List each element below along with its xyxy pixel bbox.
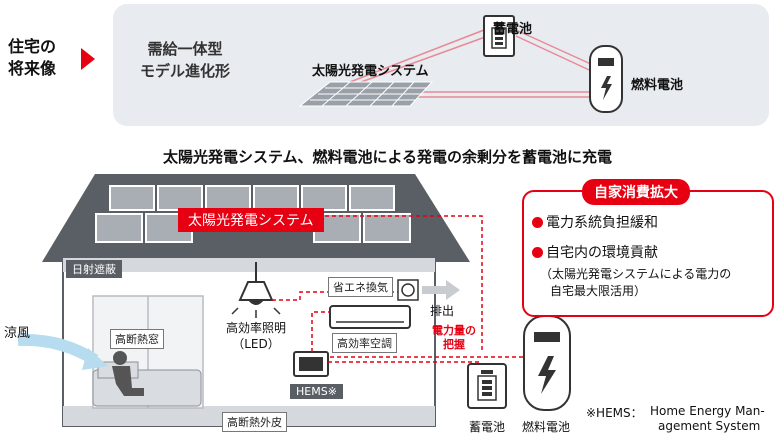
battery-large-icon (467, 363, 507, 409)
vent-fan-icon (397, 279, 419, 301)
top-fuelcell-label: 燃料電池 (631, 78, 684, 93)
benefit-item-1-text: 電力系統負担緩和 (546, 215, 658, 231)
exhaust-arrow-icon (422, 280, 460, 300)
breeze-label: 涼風 (4, 326, 31, 341)
solar-banner: 太陽光発電システム (178, 208, 324, 232)
battery-label: 蓄電池 (469, 420, 506, 434)
light-label-line2: （LED） (232, 337, 280, 351)
top-battery-label: 蓄電池 (493, 22, 533, 37)
benefit-note-line1: （太陽光発電システムによる電力の (540, 267, 732, 281)
shade-label: 日射遮蔽 (66, 260, 122, 278)
connection-lines (349, 29, 605, 98)
power-label-line1: 電力量の (432, 324, 476, 337)
benefit-item-1: 電力系統負担緩和 (532, 212, 658, 232)
power-label-line2: 把握 (443, 338, 465, 351)
outer-wall-label: 高断熱外皮 (222, 412, 287, 432)
ac-label: 高効率空調 (332, 333, 397, 353)
top-solar-label: 太陽光発電システム (312, 64, 429, 79)
fuel-cell-large-icon (523, 315, 571, 411)
shade-strip (63, 258, 435, 272)
future-label: 住宅の 将来像 (8, 36, 56, 80)
model-title-line2: モデル進化形 (140, 62, 231, 80)
vent-label: 省エネ換気 (328, 277, 393, 297)
benefit-item-2: 自宅内の環境貢献 (532, 242, 658, 262)
bullet-dot-icon (532, 247, 543, 258)
footnote-mark: ※HEMS： (586, 406, 643, 420)
footnote-line2: agement System (658, 419, 761, 433)
fuel-cell-icon (589, 45, 623, 113)
benefits-box (522, 190, 774, 317)
bullet-dot-icon (532, 217, 543, 228)
battery-icon (483, 15, 515, 57)
hems-monitor-icon (293, 351, 329, 377)
air-conditioner-icon (329, 305, 411, 329)
benefit-note: （太陽光発電システムによる電力の 自宅最大限活用） (540, 266, 731, 300)
future-label-line2: 将来像 (8, 59, 57, 78)
benefits-title: 自家消費拡大 (582, 179, 690, 205)
benefit-item-2-text: 自宅内の環境貢献 (546, 245, 658, 261)
caption: 太陽光発電システム、燃料電池による発電の余剰分を蓄電池に充電 (162, 148, 613, 166)
solar-panel-icon (298, 81, 434, 107)
benefit-note-line2: 自宅最大限活用） (550, 284, 647, 298)
future-model-panel (113, 4, 769, 126)
footnote-text: Home Energy Man- agement System (650, 404, 765, 434)
fuelcell-label: 燃料電池 (522, 420, 571, 434)
light-label: 高効率照明 （LED） (226, 320, 286, 352)
power-label: 電力量の 把握 (432, 324, 476, 352)
lamp-icon (231, 262, 281, 318)
footnote-line1: Home Energy Man- (650, 404, 765, 418)
window-label: 高断熱窓 (110, 329, 164, 349)
future-label-line1: 住宅の (8, 37, 57, 56)
light-label-line1: 高効率照明 (226, 321, 287, 335)
model-title-line1: 需給一体型 (147, 40, 223, 58)
exhaust-label: 排出 (430, 304, 455, 318)
hems-label: HEMS※ (290, 384, 343, 399)
model-title: 需給一体型 モデル進化形 (140, 38, 230, 82)
arrow-right-icon (81, 48, 95, 70)
